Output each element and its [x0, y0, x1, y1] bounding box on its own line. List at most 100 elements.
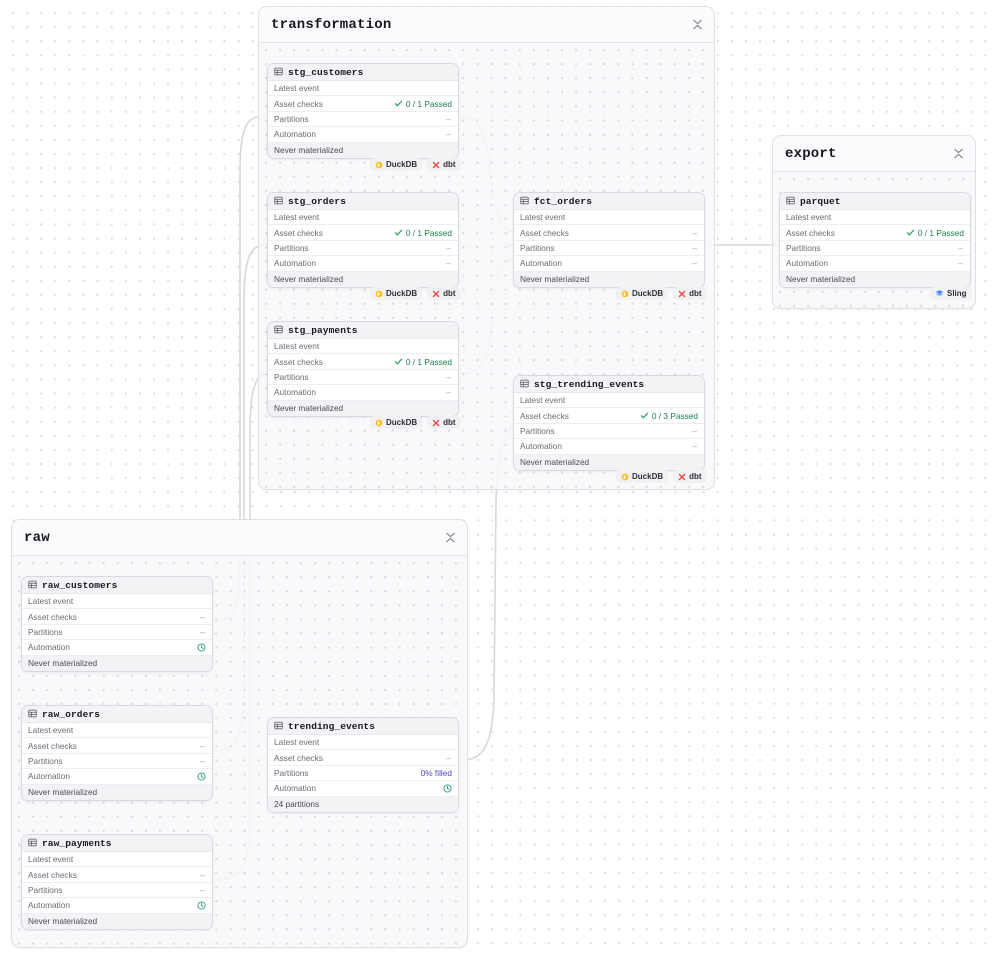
collapse-icon[interactable]: [688, 16, 706, 34]
asset-node-trending-events[interactable]: trending_events Latest event Asset check…: [267, 717, 459, 813]
row-label: Automation: [274, 258, 316, 269]
asset-node-header[interactable]: fct_orders: [514, 193, 704, 210]
row-asset-checks[interactable]: Asset checks 0 / 1 Passed: [268, 354, 458, 370]
check-icon: [394, 229, 402, 236]
asset-node-fct-orders[interactable]: fct_orders Latest event Asset checks – P…: [513, 192, 705, 288]
row-label: Asset checks: [28, 869, 77, 880]
asset-node-stg-customers[interactable]: stg_customers Latest event Asset checks …: [267, 63, 459, 159]
materialization-status: Never materialized: [22, 784, 212, 800]
row-automation: Automation –: [780, 256, 970, 272]
collapse-icon[interactable]: [441, 529, 459, 547]
row-label: Asset checks: [274, 98, 323, 109]
duckdb-icon: [621, 473, 629, 480]
badge-duckdb[interactable]: DuckDB: [616, 470, 669, 483]
badge-dbt[interactable]: dbt: [427, 287, 461, 300]
asset-table-icon: [28, 580, 37, 591]
row-asset-checks[interactable]: Asset checks 0 / 1 Passed: [268, 96, 458, 112]
row-partitions: Partitions –: [22, 753, 212, 770]
asset-node-stg-orders[interactable]: stg_orders Latest event Asset checks 0 /…: [267, 192, 459, 288]
badge-duckdb[interactable]: DuckDB: [370, 416, 423, 429]
dbt-icon: [432, 290, 440, 297]
row-label: Automation: [28, 771, 70, 782]
row-label: Automation: [28, 900, 70, 911]
asset-node-header[interactable]: trending_events: [268, 718, 458, 735]
row-value: –: [691, 258, 697, 269]
row-asset-checks: Asset checks –: [268, 750, 458, 766]
row-latest-event: Latest event: [514, 393, 704, 409]
badge-duckdb[interactable]: DuckDB: [370, 287, 423, 300]
integration-badges-parquet: Sling: [930, 287, 972, 300]
row-asset-checks[interactable]: Asset checks 0 / 1 Passed: [268, 225, 458, 241]
badge-duckdb[interactable]: DuckDB: [370, 158, 423, 171]
row-automation[interactable]: Automation: [22, 898, 212, 914]
row-asset-checks[interactable]: Asset checks 0 / 1 Passed: [780, 225, 970, 241]
row-value: –: [691, 227, 697, 238]
schedule-clock-icon: [197, 772, 206, 781]
row-asset-checks[interactable]: Asset checks 0 / 3 Passed: [514, 408, 704, 424]
row-automation[interactable]: Automation: [268, 781, 458, 797]
duckdb-icon: [375, 161, 383, 168]
schedule-clock-icon: [197, 643, 206, 652]
row-partitions[interactable]: Partitions 0% filled: [268, 765, 458, 782]
row-label: Latest event: [28, 596, 74, 607]
asset-node-header[interactable]: stg_trending_events: [514, 376, 704, 393]
asset-node-stg-payments[interactable]: stg_payments Latest event Asset checks 0…: [267, 321, 459, 417]
badge-dbt[interactable]: dbt: [427, 158, 461, 171]
asset-table-icon: [274, 196, 283, 207]
badge-sling[interactable]: Sling: [930, 287, 972, 300]
row-partitions: Partitions –: [780, 240, 970, 257]
row-value: [443, 784, 452, 793]
row-automation[interactable]: Automation: [22, 769, 212, 785]
check-icon: [906, 229, 914, 236]
duckdb-icon: [375, 419, 383, 426]
asset-table-icon: [28, 709, 37, 720]
group-header-export[interactable]: export: [773, 136, 975, 172]
badge-duckdb[interactable]: DuckDB: [616, 287, 669, 300]
row-label: Asset checks: [786, 227, 835, 238]
asset-node-raw-payments[interactable]: raw_payments Latest event Asset checks –…: [21, 834, 213, 930]
row-partitions: Partitions –: [514, 423, 704, 440]
asset-node-header[interactable]: raw_payments: [22, 835, 212, 852]
row-label: Asset checks: [274, 227, 323, 238]
row-label: Asset checks: [28, 611, 77, 622]
row-automation: Automation –: [268, 385, 458, 401]
asset-node-header[interactable]: stg_orders: [268, 193, 458, 210]
asset-node-raw-customers[interactable]: raw_customers Latest event Asset checks …: [21, 576, 213, 672]
asset-node-header[interactable]: stg_payments: [268, 322, 458, 339]
materialization-status: Never materialized: [268, 400, 458, 416]
row-partitions: Partitions –: [514, 240, 704, 257]
row-value: [197, 643, 206, 652]
row-label: Partitions: [786, 242, 821, 253]
row-latest-event: Latest event: [514, 210, 704, 226]
row-partitions: Partitions –: [22, 882, 212, 899]
integration-badges-stg-payments: DuckDB dbt: [370, 416, 461, 429]
asset-node-header[interactable]: raw_orders: [22, 706, 212, 723]
asset-node-header[interactable]: parquet: [780, 193, 970, 210]
sling-icon: [935, 290, 944, 297]
asset-node-header[interactable]: stg_customers: [268, 64, 458, 81]
asset-table-icon: [274, 325, 283, 336]
row-label: Latest event: [28, 854, 74, 865]
badge-dbt[interactable]: dbt: [427, 416, 461, 429]
materialization-status: Never materialized: [268, 271, 458, 287]
row-asset-checks: Asset checks –: [514, 225, 704, 241]
check-icon: [640, 412, 648, 419]
row-label: Asset checks: [520, 410, 569, 421]
row-value: –: [445, 113, 451, 124]
asset-node-header[interactable]: raw_customers: [22, 577, 212, 594]
integration-badges-fct-orders: DuckDB dbt: [616, 287, 707, 300]
row-automation[interactable]: Automation: [22, 640, 212, 656]
row-automation: Automation –: [268, 127, 458, 143]
row-value: –: [691, 425, 697, 436]
row-value: 0% filled: [420, 767, 452, 778]
asset-node-parquet[interactable]: parquet Latest event Asset checks 0 / 1 …: [779, 192, 971, 288]
row-label: Automation: [520, 441, 562, 452]
asset-node-raw-orders[interactable]: raw_orders Latest event Asset checks – P…: [21, 705, 213, 801]
badge-dbt[interactable]: dbt: [673, 470, 707, 483]
group-header-transformation[interactable]: transformation: [259, 7, 714, 43]
group-header-raw[interactable]: raw: [12, 520, 467, 556]
collapse-icon[interactable]: [949, 145, 967, 163]
asset-node-stg-trending-events[interactable]: stg_trending_events Latest event Asset c…: [513, 375, 705, 471]
badge-dbt[interactable]: dbt: [673, 287, 707, 300]
